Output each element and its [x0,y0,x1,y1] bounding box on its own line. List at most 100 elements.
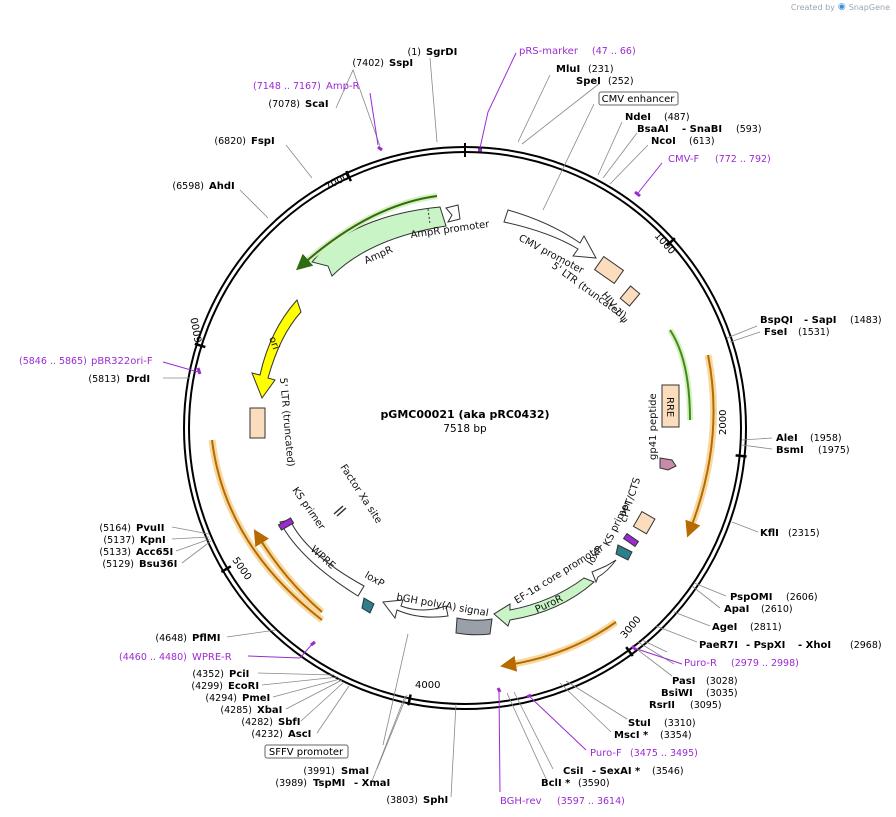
tick-label-4000: 4000 [415,680,440,691]
ampr-promoter-arrow-shape [445,204,461,223]
enzyme-pos-xbai: (4285) [220,705,252,716]
enzyme-pos-alei: (1958) [810,433,842,444]
enzyme-pos-pcii: (4352) [192,669,224,680]
enzyme-pos-mlui: (231) [588,64,614,75]
enzyme-scai: ScaI [305,99,329,110]
snapgene-brand: Created by ◉ SnapGene [791,2,890,12]
enzyme-xbai: XbaI [257,705,282,716]
enzyme-xhoi: - XhoI [798,640,831,651]
enzyme-bsu36i: Bsu36I [139,559,177,570]
primer-range-wpre-r: (4460 .. 4480) [119,652,187,663]
bottom-orf-arrow [500,621,617,672]
enzyme-agei: AgeI [712,622,737,633]
enzyme-pos-scai: (7078) [268,99,300,110]
right-green-arc [669,329,691,421]
loxp-left-shape [361,597,375,614]
enzyme-pos-fsei: (1531) [798,327,830,338]
primer-cmv-f: CMV-F [668,154,699,165]
bgh-polya-shape [455,617,493,636]
enzyme-pos-bsiwi: (3035) [706,688,738,699]
enzyme-pos-tspmi: (3989) [275,778,307,789]
enzyme-pos-kfli: (2315) [788,528,820,539]
feature-label-rre: RRE [664,397,675,417]
enzyme-bsiwi: BsiWI [661,688,693,699]
feature-label-loxp-left: loxP [363,570,386,590]
cppt-shape [632,510,656,535]
enzyme-pos-acc65i: (5133) [99,547,131,558]
enzyme-asci: AscI [288,729,311,740]
enzyme-pos-drdi: (5813) [88,374,120,385]
enzyme-ncoi: NcoI [651,136,676,147]
primer-range-puro-r: (2979 .. 2998) [731,658,799,669]
enzyme-pos-bsu36i: (5129) [102,559,134,570]
enzyme-xmai: - XmaI [354,778,390,789]
enzyme-pos-ahdi: (6598) [172,181,204,192]
plasmid-name: pGMC00021 (aka pRC0432) [380,408,549,421]
ltr-left-shape [249,407,266,439]
sffv-promoter-shape [382,599,449,620]
enzyme-pvuii: PvuII [136,523,164,534]
tick-mark-3000 [625,646,634,657]
primer-amp-r: Amp-R [326,81,360,92]
enzyme-pos-bspqi: (1483) [850,315,882,326]
enzyme-pos-pspomi: (2606) [786,592,818,603]
wpre-shape [279,519,365,597]
enzyme-pos-apai: (2610) [761,604,793,615]
feature-label-ks-primer-left: KS primer [290,485,328,532]
bottom-orf-glow [507,619,619,669]
enzyme-acc65i: Acc65I [136,547,173,558]
enzyme-pos-agei: (2811) [750,622,782,633]
rre-shape [661,384,680,428]
loxp-right-shape [615,544,633,561]
primer-leaders [162,52,683,793]
enzyme-pos-csii: (3546) [652,766,684,777]
boxed-feature-sffv-promoter: SFFV promoter [264,744,349,759]
ltr-right-shape [593,255,625,285]
tick-label-1000: 1000 [652,231,677,257]
enzyme-pos-spei: (252) [608,76,634,87]
enzyme-pspxi-name: PspXI [754,640,786,651]
cmv-enhancer-label: CMV enhancer [602,94,676,105]
cmv-promoter-shape [503,209,597,259]
puror-arrow-shape [493,577,595,627]
feature-label-gp41: gp41 peptide [648,393,659,460]
enzyme-pos-sphi: (3803) [386,795,418,806]
enzyme-pos-pvuii: (5164) [99,523,131,534]
primer-mark-ampr [377,145,383,152]
enzyme-alei: AleI [776,433,798,444]
enzyme-pos-pasi: (3028) [706,676,738,687]
enzyme-mlui: MluI [556,64,580,75]
enzyme-snabi: - SnaBI [682,124,722,135]
enzyme-sexai-name: SexAI * [600,766,641,777]
primer-range-pbr322: (5846 .. 5865) [19,356,87,367]
enzyme-ecori: EcoRI [228,681,259,692]
boxed-feature-cmv-enhancer: CMV enhancer [598,91,679,106]
primer-puro-r: Puro-R [684,658,717,669]
tick-mark-4000 [407,694,412,706]
enzyme-pos-asci: (4232) [251,729,283,740]
enzyme-sexai: - SexAI * [592,766,641,777]
enzyme-snabi-name: SnaBI [690,124,722,135]
enzyme-pos-sspi: (7402) [352,58,384,69]
enzyme-pspxi: - PspXI [746,640,785,651]
enzyme-pos-rsrii: (3095) [690,700,722,711]
primer-range-amp-r: (7148 .. 7167) [253,81,321,92]
left-orf-arrow-2 [253,529,323,613]
enzyme-pos-pflmi: (4648) [155,633,187,644]
enzyme-sspi: SspI [389,58,413,69]
tick-mark-5000 [220,565,232,574]
tick-label-2000: 2000 [718,410,729,435]
enzyme-tspmi: TspMI [313,778,345,789]
enzyme-paer7i: PaeR7I [699,640,738,651]
enzyme-kfli: KflI [760,528,779,539]
primer-mark-cmvf [634,190,641,198]
primer-range-bgh-rev: (3597 .. 3614) [557,796,625,807]
enzyme-apai: ApaI [724,604,749,615]
tick-label-6000: 6000 [190,316,205,343]
enzyme-drdi: DrdI [126,374,150,385]
tick-mark-1000 [665,237,676,247]
primer-wpre-r: WPRE-R [192,652,232,663]
enzyme-pos-ndei: (487) [664,112,690,123]
enzyme-pos-sgrdi: (1) [408,47,421,58]
enzyme-msci: MscI * [614,730,649,741]
